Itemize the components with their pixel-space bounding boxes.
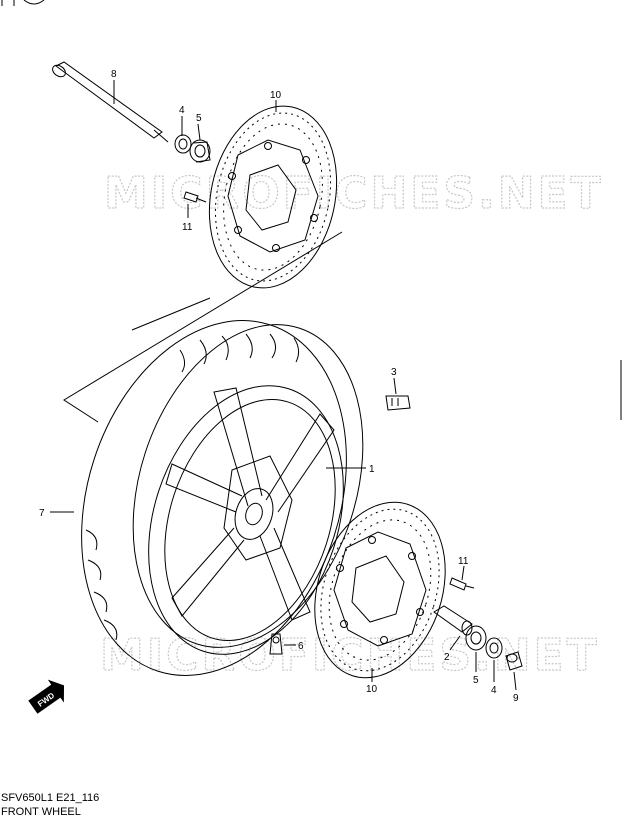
- part-label-2: 2: [444, 652, 450, 663]
- wheel-hub: [223, 455, 293, 561]
- part-label-8: 8: [111, 69, 117, 80]
- bearing-upper: [189, 139, 211, 163]
- tire: [81, 320, 364, 676]
- part-label-10: 10: [270, 90, 282, 101]
- part-label-5-lower: 5: [473, 675, 479, 686]
- disc-bolt-upper: [183, 191, 207, 203]
- part-label-3: 3: [391, 367, 397, 378]
- axle: [52, 61, 169, 143]
- part-label-5: 5: [196, 113, 202, 124]
- diagram-code: SFV650L1 E21_116: [1, 792, 100, 804]
- part-label-1: 1: [369, 464, 375, 475]
- fwd-arrow-badge: FWD: [28, 679, 65, 714]
- part-label-7: 7: [39, 508, 45, 519]
- wheel-spokes: [165, 387, 335, 621]
- axle-collar: [505, 651, 523, 671]
- axle-spacer: [433, 605, 473, 636]
- part-label-10-lower: 10: [366, 684, 378, 695]
- brake-disc-upper: [208, 105, 338, 289]
- part-label-9: 9: [513, 693, 519, 704]
- tire-valve: [269, 633, 283, 655]
- diagram-title: FRONT WHEEL: [1, 806, 81, 818]
- perspective-lines: [63, 231, 343, 423]
- part-label-4: 4: [179, 105, 185, 116]
- cropped-title-fragment: [1, 0, 45, 6]
- leader-lines: [50, 80, 517, 691]
- balancer-weight: [385, 395, 411, 411]
- dust-seal-lower: [485, 637, 503, 659]
- watermark-top: MICROFICHES.NET: [104, 168, 604, 219]
- part-label-11: 11: [182, 222, 193, 233]
- brake-disc-lower: [314, 501, 446, 679]
- part-label-6: 6: [298, 641, 304, 652]
- bearing-lower: [465, 625, 487, 651]
- dust-seal-upper: [174, 134, 192, 154]
- part-label-11-lower: 11: [458, 556, 469, 567]
- wheel-rim: [148, 385, 344, 655]
- watermark-bottom: MICROFICHES.NET: [100, 630, 600, 681]
- part-label-4-lower: 4: [491, 685, 497, 696]
- disc-bolt-lower: [449, 577, 475, 591]
